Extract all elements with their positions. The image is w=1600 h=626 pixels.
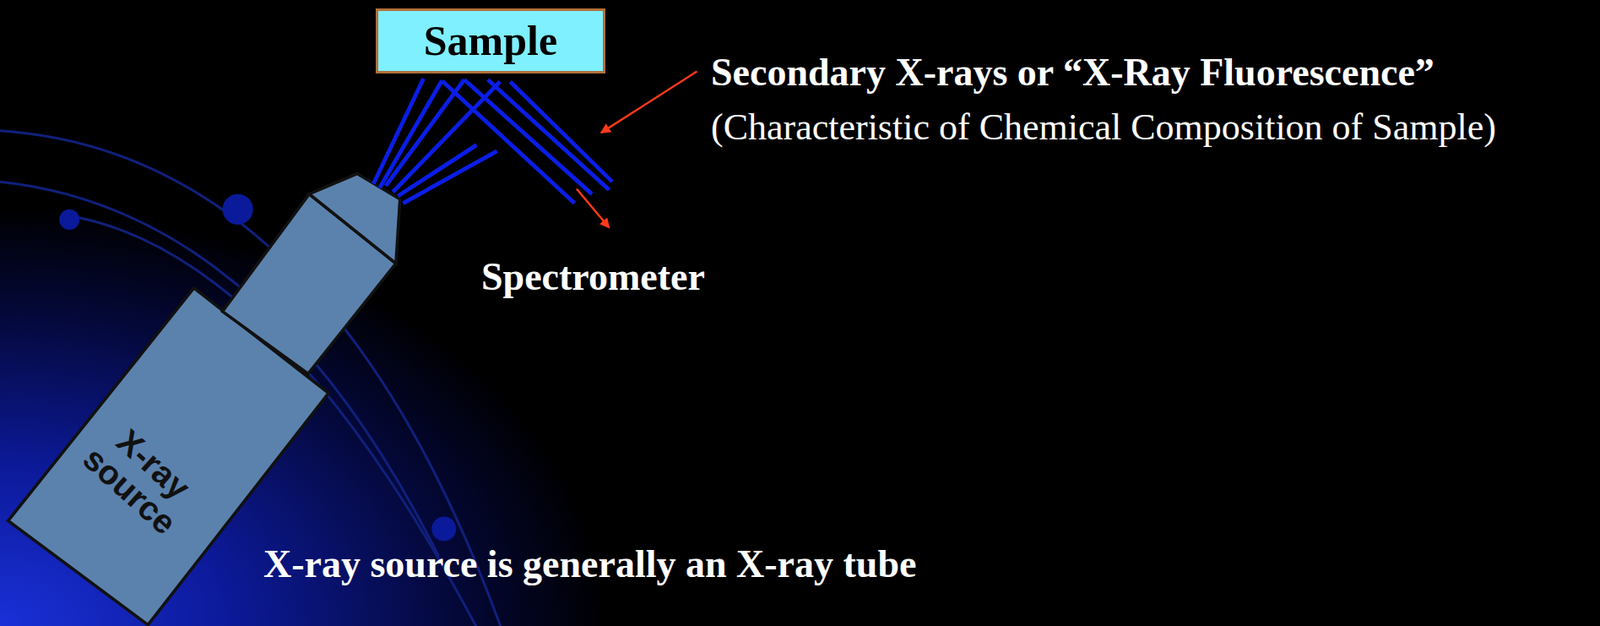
node-text: Sample (423, 18, 558, 64)
fluorescence-note: (Characteristic of Chemical Composition … (710, 103, 1497, 152)
source-note: X-ray source is generally an X-ray tube (263, 538, 917, 591)
fluorescence-title: Secondary X-rays or “X-Ray Fluorescence” (710, 47, 1435, 99)
orbit-dot (59, 209, 80, 230)
orbit-dot (431, 516, 456, 542)
leader-arrows (576, 71, 698, 228)
sample-box: Sample (375, 8, 606, 74)
x-ray-beams (373, 78, 613, 203)
spectrometer-label: Spectrometer (481, 251, 706, 304)
orbit-dot (222, 194, 253, 225)
